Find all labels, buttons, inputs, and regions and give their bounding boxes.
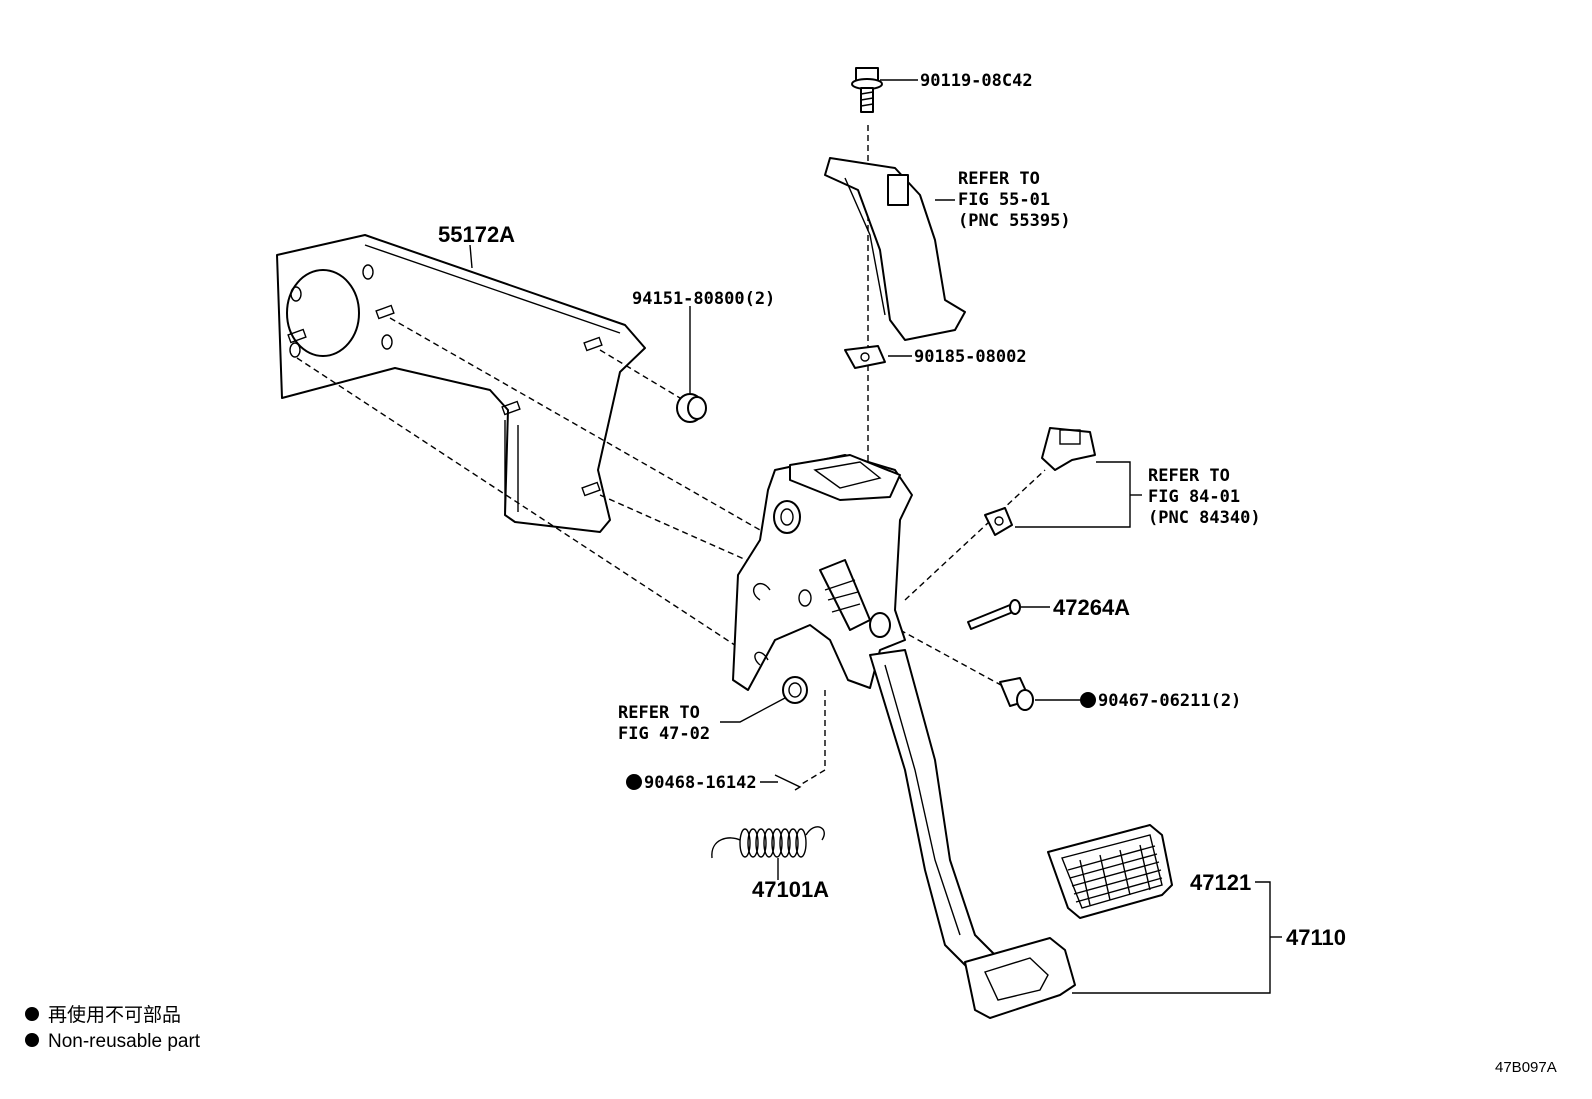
label-55172a: 55172A bbox=[438, 222, 515, 247]
pedal-arm-drawing bbox=[869, 649, 996, 969]
legend-text-english: Non-reusable part bbox=[48, 1031, 201, 1052]
pin-47264a-drawing bbox=[967, 599, 1021, 630]
label-94151-80800: 94151-80800(2) bbox=[632, 289, 775, 309]
non-reusable-marker-90467 bbox=[1080, 692, 1096, 708]
pedal-support-drawing bbox=[732, 454, 913, 691]
spring-47101a-drawing bbox=[711, 826, 825, 859]
legend-marker-2 bbox=[25, 1033, 39, 1047]
nut-47-02-drawing bbox=[782, 676, 808, 704]
bracket-55172a-drawing bbox=[276, 234, 646, 533]
label-refer-55-line2: FIG 55-01 bbox=[958, 190, 1050, 210]
label-90119-08c42: 90119-08C42 bbox=[920, 71, 1033, 91]
figure-code: 47B097A bbox=[1495, 1059, 1557, 1076]
label-refer-47-line1: REFER TO bbox=[618, 703, 700, 723]
label-refer-55-line1: REFER TO bbox=[958, 169, 1040, 189]
clip-90468-drawing bbox=[774, 774, 802, 791]
label-47264a: 47264A bbox=[1053, 595, 1130, 620]
label-47101a: 47101A bbox=[752, 877, 829, 902]
upper-bracket-drawing bbox=[824, 157, 966, 341]
label-90468-16142: 90468-16142 bbox=[644, 773, 757, 793]
label-47110: 47110 bbox=[1286, 925, 1346, 950]
label-refer-55-line3: (PNC 55395) bbox=[958, 211, 1071, 231]
clip-90185-drawing bbox=[844, 345, 886, 369]
bushing-90467-drawing bbox=[999, 677, 1034, 711]
label-refer-47-line2: FIG 47-02 bbox=[618, 724, 710, 744]
non-reusable-marker-90468 bbox=[626, 774, 642, 790]
label-refer-84-line1: REFER TO bbox=[1148, 466, 1230, 486]
nut-94151-drawing bbox=[676, 393, 707, 423]
alignment-lines bbox=[296, 125, 1046, 786]
stop-switch-drawing bbox=[1041, 427, 1096, 471]
pedal-pad-47121-drawing bbox=[1047, 824, 1173, 919]
label-47121: 47121 bbox=[1190, 870, 1251, 895]
bolt-90119-drawing bbox=[851, 67, 883, 113]
switch-clip-drawing bbox=[984, 507, 1013, 536]
label-refer-84-line2: FIG 84-01 bbox=[1148, 487, 1240, 507]
label-refer-84-line3: (PNC 84340) bbox=[1148, 508, 1261, 528]
legend-text-japanese: 再使用不可部品 bbox=[48, 1004, 181, 1026]
label-90467-06211: 90467-06211(2) bbox=[1098, 691, 1241, 711]
legend-marker-1 bbox=[25, 1007, 39, 1021]
pedal-lower-plate-drawing bbox=[964, 937, 1076, 1019]
label-90185-08002: 90185-08002 bbox=[914, 347, 1027, 367]
